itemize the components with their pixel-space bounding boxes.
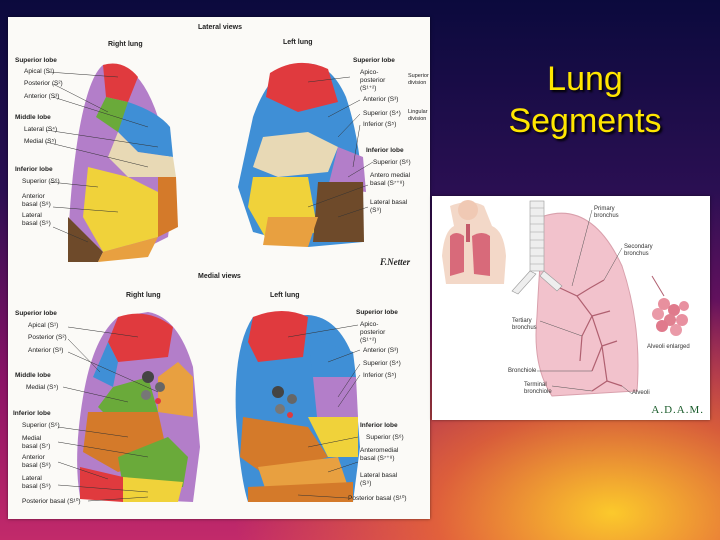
slide-title: Lung Segments <box>470 58 700 142</box>
label-rl-superior-s6: Superior (S⁶) <box>22 178 60 185</box>
label-ll-superior-s4: Superior (S⁴) <box>363 110 401 117</box>
medial-views-heading: Medial views <box>198 273 241 280</box>
label-rm-lateral-basal: Lateral basal (S⁹) <box>22 475 51 490</box>
label-rm-medial-basal: Medial basal (S⁷) <box>22 435 51 450</box>
label-bronchiole: Bronchiole <box>508 368 537 374</box>
bracket-lingular-division: Lingular division <box>408 109 428 122</box>
torso-inset <box>442 200 506 284</box>
label-lm-posterior-basal: Posterior basal (S¹⁰) <box>348 495 407 502</box>
label-rl-inferior-lobe: Inferior lobe <box>15 166 53 173</box>
label-alveoli: Alveoli <box>632 390 650 396</box>
label-rl-middle-lobe: Middle lobe <box>15 114 51 121</box>
artist-signature: F.Netter <box>380 257 411 267</box>
left-lung-lateral-heading: Left lung <box>283 39 313 46</box>
label-lm-superior-s6: Superior (S⁶) <box>366 434 404 441</box>
label-secondary-bronchus: Secondary bronchus <box>624 244 653 257</box>
label-ll-anterior: Anterior (S³) <box>363 96 399 103</box>
label-rl-lateral: Lateral (S⁴) <box>24 126 58 133</box>
label-rm-anterior: Anterior (S³) <box>28 347 64 354</box>
right-lung-medial-heading: Right lung <box>126 292 161 299</box>
alveoli-cluster <box>651 275 689 336</box>
label-rm-apical: Apical (S¹) <box>28 322 59 329</box>
lateral-views-heading: Lateral views <box>198 24 242 31</box>
bronchial-tree-drawing <box>442 200 689 397</box>
label-lm-anteromedial-basal: Anteromedial basal (S⁷⁺⁸) <box>360 447 399 462</box>
label-lm-apicoposterior: Apico-posterior (S¹⁺²) <box>360 321 386 344</box>
right-lung-medial <box>77 312 200 502</box>
trachea <box>511 200 563 295</box>
label-ll-lateral-basal: Lateral basal (S⁹) <box>370 199 408 214</box>
label-rl-medial: Medial (S⁵) <box>24 138 57 145</box>
lung-segment-atlas: Lateral views Right lung Left lung Media… <box>8 17 430 519</box>
bronchi <box>559 279 623 392</box>
label-rl-posterior: Posterior (S²) <box>24 80 63 87</box>
label-lm-superior-lobe: Superior lobe <box>356 309 398 316</box>
label-rl-apical: Apical (S¹) <box>24 68 55 75</box>
label-rl-superior-lobe: Superior lobe <box>15 57 57 64</box>
label-lm-inferior-lobe: Inferior lobe <box>360 422 398 429</box>
label-primary-bronchus: Primary bronchus <box>594 206 619 219</box>
adam-logo: A.D.A.M. <box>651 404 704 416</box>
label-alveoli-enlarged: Alveoli enlarged <box>647 344 690 350</box>
adam-leader-lines <box>537 209 633 395</box>
label-rm-inferior-lobe: Inferior lobe <box>13 410 51 417</box>
leader-lines <box>45 71 374 502</box>
label-rm-superior-s6: Superior (S⁶) <box>22 422 60 429</box>
label-terminal-bronchiole: Terminal bronchiole <box>524 382 552 395</box>
right-lung-lateral <box>68 63 178 262</box>
label-ll-superior-s6: Superior (S⁶) <box>373 159 411 166</box>
label-rm-medial-s5: Medial (S⁵) <box>26 384 59 391</box>
lung-outline <box>535 212 639 397</box>
left-lung-medial-heading: Left lung <box>270 292 300 299</box>
left-lung-medial <box>235 311 360 502</box>
bracket-superior-division: Superior division <box>408 73 429 86</box>
label-lm-anterior: Anterior (S³) <box>363 347 399 354</box>
label-ll-inferior-lobe: Inferior lobe <box>366 147 404 154</box>
label-rm-superior-lobe: Superior lobe <box>15 310 57 317</box>
title-line-1: Lung <box>547 60 623 98</box>
label-ll-inferior-s5: Inferior (S⁵) <box>363 121 397 128</box>
label-ll-apicoposterior: Apico-posterior (S¹⁺²) <box>360 69 386 92</box>
label-rm-middle-lobe: Middle lobe <box>15 372 51 379</box>
label-ll-superior-lobe: Superior lobe <box>353 57 395 64</box>
atlas-drawing <box>45 62 374 502</box>
label-lm-superior-s4: Superior (S⁴) <box>363 360 401 367</box>
label-rm-anterior-basal: Anterior basal (S⁸) <box>22 454 51 469</box>
label-rm-posterior: Posterior (S²) <box>28 334 67 341</box>
label-rm-posterior-basal: Posterior basal (S¹⁰) <box>22 498 81 505</box>
label-rl-anterior: Anterior (S³) <box>24 93 60 100</box>
right-lung-lateral-heading: Right lung <box>108 41 143 48</box>
label-lm-lateral-basal: Lateral basal (S⁹) <box>360 472 398 487</box>
label-rl-anterior-basal: Anterior basal (S⁸) <box>22 193 51 208</box>
title-line-2: Segments <box>508 102 662 140</box>
label-lm-inferior-s5: Inferior (S⁵) <box>363 372 397 379</box>
bronchial-tree-illustration: Primary bronchus Secondary bronchus Tert… <box>432 196 710 420</box>
label-rl-lateral-basal: Lateral basal (S⁹) <box>22 212 51 227</box>
left-lung-lateral <box>238 62 366 247</box>
label-tertiary-bronchus: Tertiary bronchus <box>512 318 537 331</box>
label-ll-anteromedial-basal: Antero medial basal (S⁷⁺⁸) <box>370 172 411 187</box>
